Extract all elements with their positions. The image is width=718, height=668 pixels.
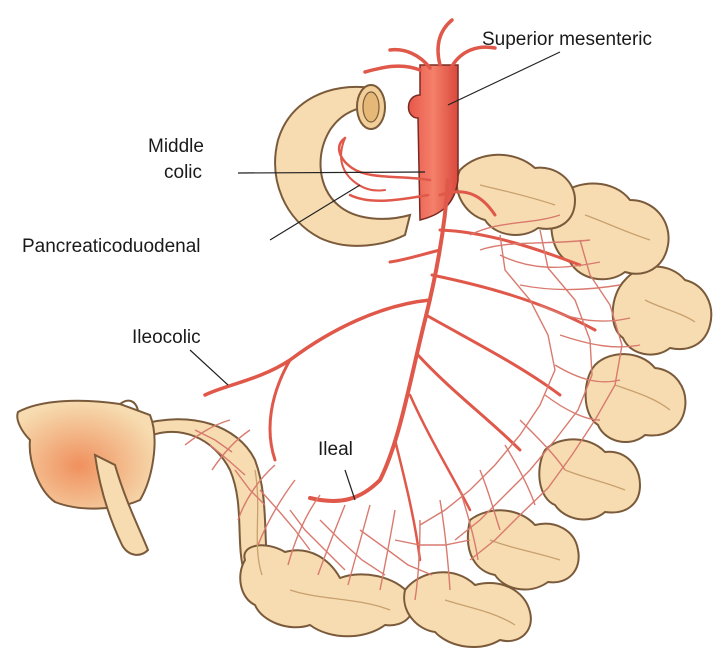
leader-ileocolic	[190, 350, 228, 385]
intestine-loop-right-up	[613, 267, 712, 355]
intestine-loop-right-mid	[586, 354, 686, 442]
label-ileal: Ileal	[318, 439, 353, 460]
intestine-loop-lower-left	[240, 545, 413, 636]
cecum	[17, 401, 154, 555]
leader-superior-mesenteric	[448, 52, 560, 105]
label-middle-colic-line2: colic	[164, 162, 202, 183]
leader-ileal	[345, 470, 355, 500]
label-superior-mesenteric: Superior mesenteric	[482, 29, 652, 50]
label-middle-colic-line1: Middle	[148, 136, 204, 157]
label-pancreaticoduodenal: Pancreaticoduodenal	[22, 236, 201, 257]
label-ileocolic: Ileocolic	[132, 327, 201, 348]
leader-middle-colic	[238, 172, 425, 173]
small-intestine	[140, 155, 711, 647]
